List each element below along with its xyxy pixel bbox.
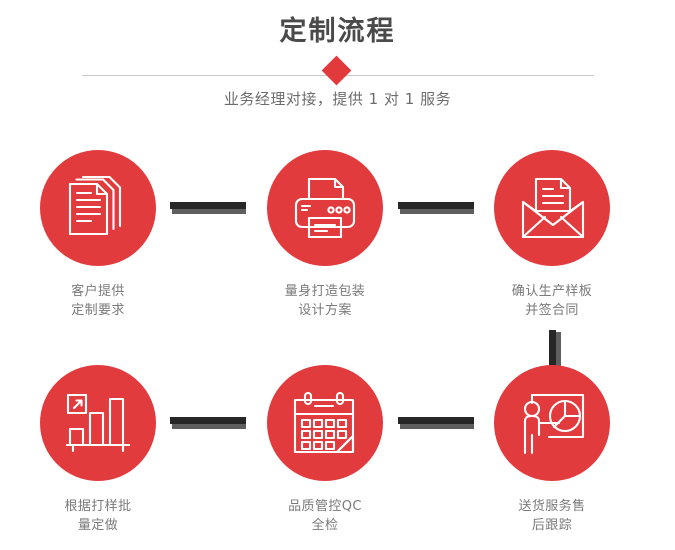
step-label: 量身打造包装 设计方案 [284,284,366,318]
connector-bar-dark [398,202,474,209]
connector-step1-step2 [170,202,246,214]
bar-chart-growth-icon [66,393,130,453]
connector-bar-light [400,209,474,214]
process-step-6[interactable]: 送货服务售 后跟踪 [472,365,632,535]
page-subtitle: 业务经理对接，提供 1 对 1 服务 [223,90,452,108]
step-icon-circle [494,365,610,481]
process-step-4[interactable]: 根据打样批 量定做 [18,365,178,535]
step-icon-circle [494,150,610,266]
documents-icon [67,176,129,240]
page-title: 定制流程 [279,16,396,47]
connector-bar-light [172,209,246,214]
process-flow: 客户提供 定制要求 量身打造包装 设计方案 [0,140,675,550]
connector-bar-light [556,332,561,372]
envelope-document-icon [518,177,586,239]
connector-step5-step6 [398,417,474,429]
page-header: 定制流程 业务经理对接，提供 1 对 1 服务 [0,0,675,128]
step-icon-circle [40,365,156,481]
presentation-pie-chart-icon [519,391,585,455]
step-label: 送货服务售 后跟踪 [518,499,586,533]
connector-bar-light [400,424,474,429]
step-label: 确认生产样板 并签合同 [511,284,593,318]
connector-bar-dark [170,417,246,424]
connector-step4-step5 [170,417,246,429]
printer-icon [292,177,358,239]
connector-bar-dark [398,417,474,424]
step-icon-circle [267,150,383,266]
process-step-1[interactable]: 客户提供 定制要求 [18,150,178,320]
connector-bar-light [172,424,246,429]
process-step-5[interactable]: 品质管控QC 全检 [245,365,405,535]
process-step-3[interactable]: 确认生产样板 并签合同 [472,150,632,320]
step-icon-circle [40,150,156,266]
connector-bar-dark [170,202,246,209]
connector-step2-step3 [398,202,474,214]
calendar-icon [293,392,357,454]
step-label: 品质管控QC 全检 [288,499,362,533]
step-label: 根据打样批 量定做 [64,499,132,533]
connector-bar-dark [549,330,556,372]
step-icon-circle [267,365,383,481]
process-step-2[interactable]: 量身打造包装 设计方案 [245,150,405,320]
step-label: 客户提供 定制要求 [71,284,125,318]
connector-step3-step6 [549,330,561,372]
